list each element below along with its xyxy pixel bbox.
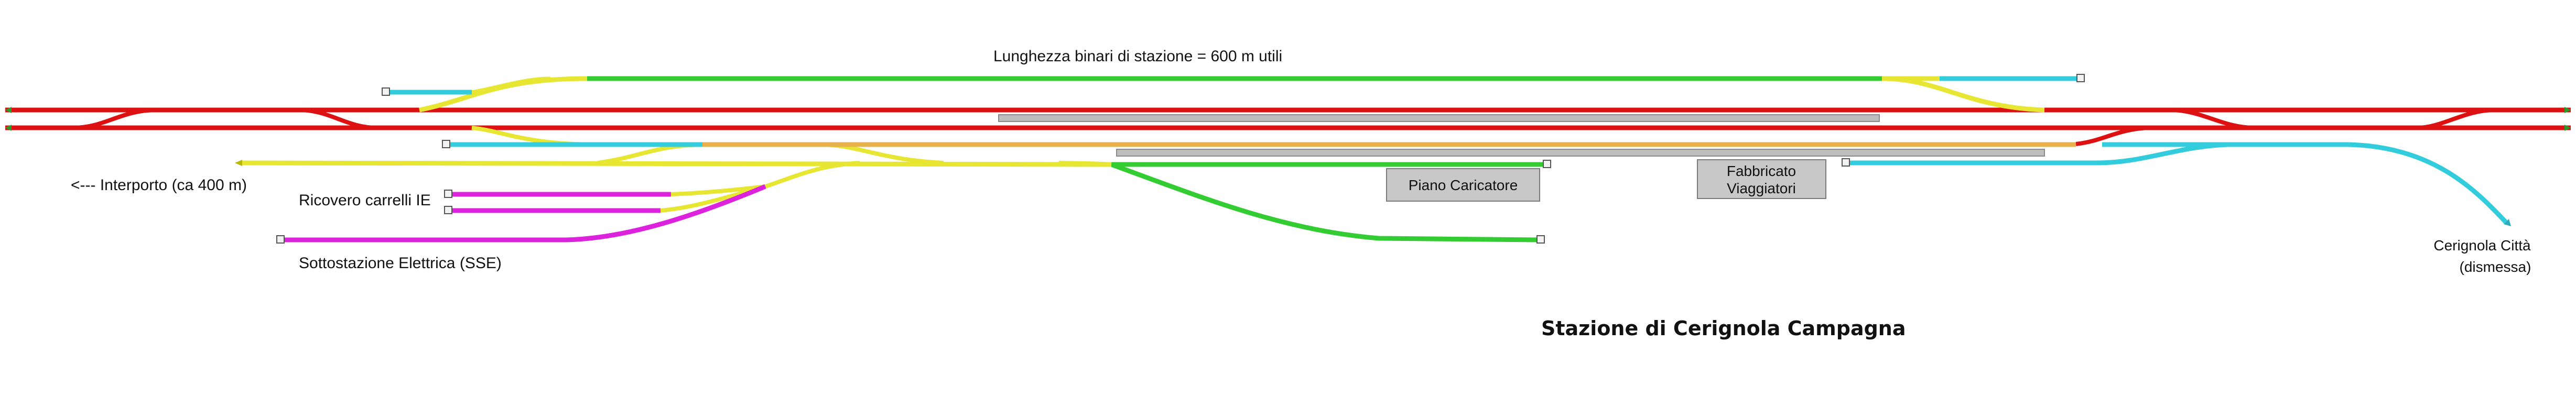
buffer-stop-icon xyxy=(1536,235,1545,244)
track-end-arrow-icon xyxy=(2564,125,2571,131)
track-end-arrow-icon xyxy=(5,107,12,113)
spur-tracks xyxy=(388,76,2508,224)
diagram-title: Stazione di Cerignola Campagna xyxy=(1541,317,1906,340)
track-end-arrow-icon xyxy=(2564,107,2571,113)
track-end-arrow-icon xyxy=(5,125,12,131)
siding-link-b xyxy=(597,142,703,165)
siding-link-d xyxy=(764,161,860,189)
main-lines xyxy=(5,107,2571,146)
piano-caricatore-box xyxy=(1386,168,1540,202)
ricovero-link-2 xyxy=(670,184,766,196)
ricovero-label: Ricovero carrelli IE xyxy=(299,192,431,209)
buffer-stops xyxy=(5,74,2571,244)
length-note: Lunghezza binari di stazione = 600 m uti… xyxy=(993,48,1282,65)
cerignola-label-1: Cerignola Città xyxy=(2433,237,2531,253)
crossover-east-1 xyxy=(2170,108,2255,130)
interporto-label: <--- Interporto (ca 400 m) xyxy=(71,177,247,194)
spur-cerignola xyxy=(2348,142,2508,224)
track-end-arrow-icon xyxy=(2504,219,2511,226)
track-end-arrow-icon xyxy=(235,160,242,166)
buffer-stop-icon xyxy=(1543,160,1551,168)
buffer-stop-icon xyxy=(444,190,452,198)
crossover-east-3 xyxy=(2075,126,2150,146)
buffer-stop-icon xyxy=(2076,74,2085,82)
siding-link-a xyxy=(471,126,598,147)
siding-main-yellow xyxy=(241,160,1112,167)
buffer-stop-icon xyxy=(276,235,285,244)
cerignola-label-2: (dismessa) xyxy=(2460,259,2531,275)
buffer-stop-icon xyxy=(382,87,390,96)
sse-track xyxy=(283,184,766,242)
siding-link-c xyxy=(822,142,944,165)
crossover-west-2 xyxy=(298,108,378,130)
siding-link-e xyxy=(1058,161,1112,167)
fabbricato-label-2: Viaggiatori xyxy=(1727,180,1796,196)
buffer-stop-icon xyxy=(442,140,450,148)
electrical-sidings xyxy=(283,184,766,242)
crossover-east-2 xyxy=(2416,108,2496,130)
crossover-west-1 xyxy=(73,108,158,130)
sottostazione-label: Sottostazione Elettrica (SSE) xyxy=(299,255,502,272)
buffer-stop-icon xyxy=(1842,158,1850,167)
platform-2 xyxy=(1116,149,2045,157)
station-tracks xyxy=(587,76,1882,242)
spur-fabbricato xyxy=(1848,142,2228,166)
fabbricato-label-1: Fabbricato xyxy=(1727,163,1796,179)
buffer-stop-icon xyxy=(444,206,452,214)
fabbricato-viaggiatori-box xyxy=(1697,159,1826,199)
track-sse-branch xyxy=(1110,162,1542,242)
siding-top-west-2 xyxy=(471,76,551,94)
siding-top-east xyxy=(1881,76,2045,113)
platform-1 xyxy=(998,114,1880,122)
piano-caricatore-label: Piano Caricatore xyxy=(1409,177,1518,193)
